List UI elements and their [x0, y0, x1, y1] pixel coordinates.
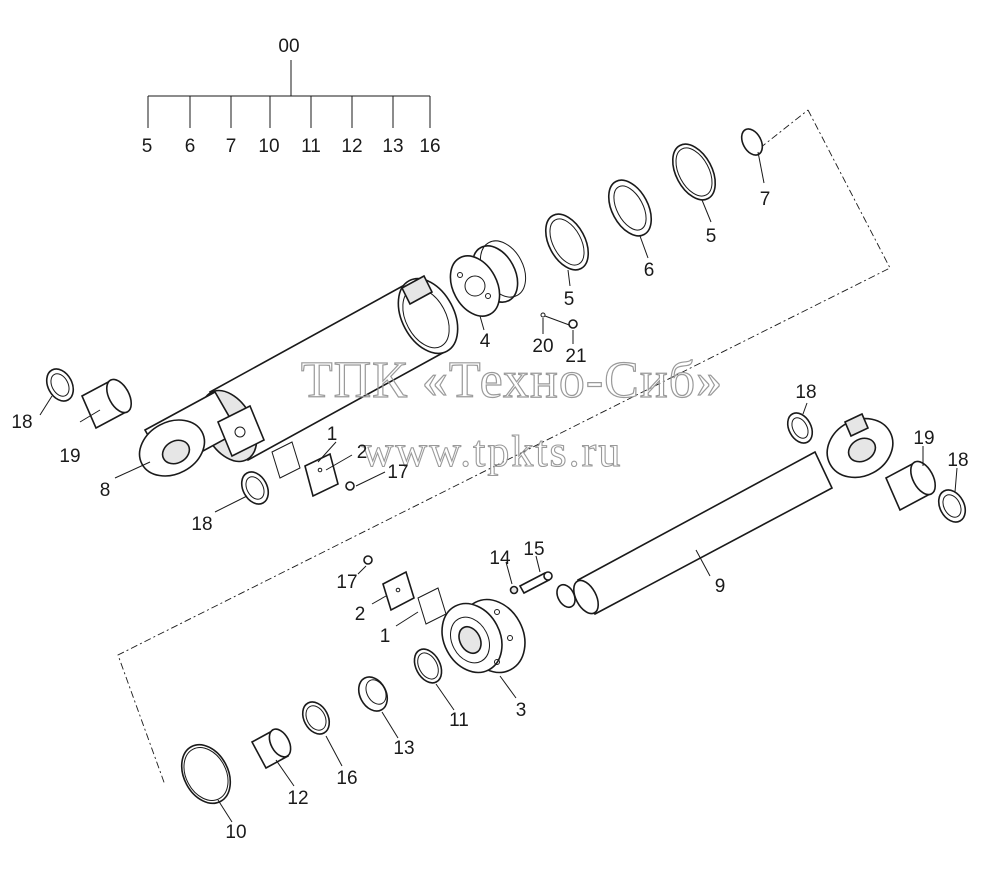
- piston-screw: [540, 312, 578, 329]
- callout-label: 2: [355, 604, 366, 625]
- callout-label: 14: [489, 548, 511, 569]
- cylinder-barrel: [138, 274, 459, 477]
- piston-rings: [544, 128, 764, 271]
- leader-lines: [39, 151, 958, 823]
- kit-item-label: 12: [341, 136, 362, 157]
- callouts: 1 2 17 8 18 19 18 4 20 21 5 6 5 7 18 19 …: [11, 189, 968, 843]
- callout-label: 16: [336, 768, 357, 789]
- kit-item-label: 16: [419, 136, 440, 157]
- piston-rod: [556, 412, 894, 616]
- kit-item-label: 5: [142, 136, 153, 157]
- callout-label: 2: [357, 442, 368, 463]
- callout-label: 5: [706, 226, 717, 247]
- callout-label: 20: [532, 336, 553, 357]
- callout-label: 1: [380, 626, 391, 647]
- callout-label: 5: [564, 289, 575, 310]
- rod-end-bushings: [786, 412, 967, 523]
- callout-label: 18: [11, 412, 32, 433]
- barrel-bushings: [45, 368, 270, 505]
- callout-label: 18: [795, 382, 816, 403]
- callout-label: 10: [225, 822, 246, 843]
- callout-label: 9: [715, 576, 726, 597]
- callout-label: 21: [565, 346, 586, 367]
- callout-label: 15: [523, 539, 544, 560]
- callout-label: 18: [191, 514, 212, 535]
- kit-item-label: 10: [258, 136, 279, 157]
- piston: [449, 240, 527, 317]
- head-seals: [180, 648, 443, 805]
- callout-label: 8: [100, 480, 111, 501]
- centerline-frame: [117, 109, 891, 786]
- callout-label: 17: [387, 462, 408, 483]
- head-screw: [509, 571, 553, 595]
- callout-label: 12: [287, 788, 308, 809]
- assembly-root-label: 00: [278, 36, 299, 57]
- callout-label: 6: [644, 260, 655, 281]
- callout-label: 4: [480, 331, 491, 352]
- kit-item-label: 6: [185, 136, 196, 157]
- callout-label: 19: [59, 446, 80, 467]
- callout-label: 7: [760, 189, 771, 210]
- kit-item-label: 7: [226, 136, 237, 157]
- watermark-url: www.tpkts.ru: [362, 427, 623, 476]
- callout-label: 17: [336, 572, 357, 593]
- assembly-tree: 00 5 6 7 10 11 12 13 16: [142, 36, 441, 157]
- callout-label: 19: [913, 428, 934, 449]
- kit-item-label: 11: [301, 136, 321, 157]
- callout-label: 18: [947, 450, 968, 471]
- callout-label: 3: [516, 700, 527, 721]
- watermark-company: ТПК «Техно-Сиб»: [301, 352, 723, 409]
- cover-plate-top: [271, 441, 355, 498]
- cover-plate-bottom: [363, 555, 447, 625]
- cylinder-head: [441, 598, 526, 674]
- callout-label: 1: [327, 424, 338, 445]
- callout-label: 11: [449, 710, 469, 731]
- callout-label: 13: [393, 738, 414, 759]
- kit-item-label: 13: [382, 136, 403, 157]
- watermark: ТПК «Техно-Сиб» www.tpkts.ru: [300, 351, 723, 476]
